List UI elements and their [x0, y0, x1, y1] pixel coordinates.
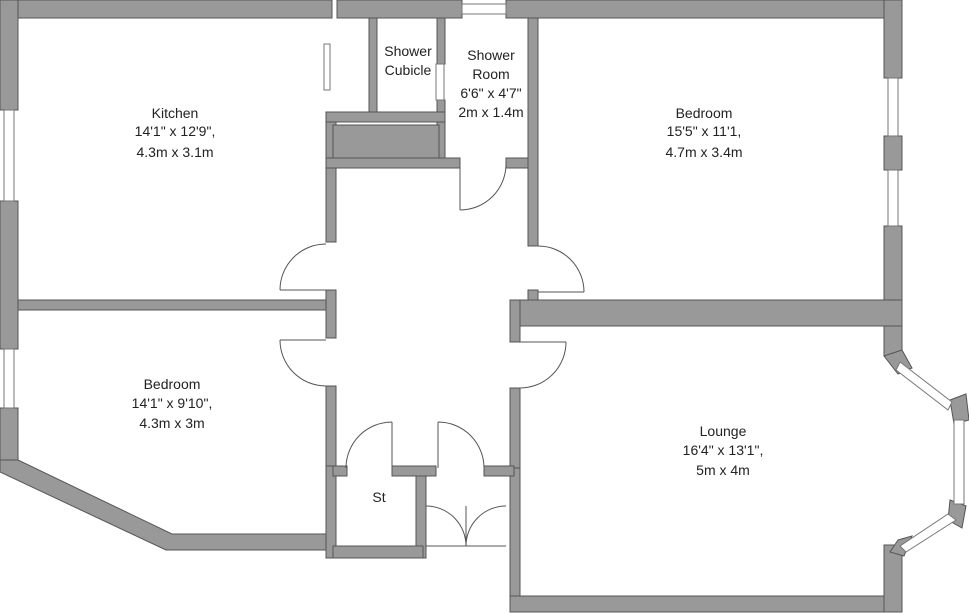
- wall-bay-bottom: [883, 544, 903, 613]
- door-lounge-swing: [519, 341, 567, 389]
- wall-lounge-left-upper: [509, 299, 521, 343]
- bedroom1-name: Bedroom: [676, 105, 733, 121]
- door-kitchen-swing: [279, 243, 327, 291]
- windows: [3, 3, 965, 553]
- door-cupboard-swing: [437, 421, 485, 469]
- window-bedroom1-lower: [887, 169, 899, 227]
- bay-corner-upper-right: [949, 393, 969, 425]
- window-bedroom2: [3, 348, 15, 409]
- wall-corridor-top: [325, 157, 461, 169]
- room-labels: Kitchen 14'1" x 12'9", 4.3m x 3.1m Showe…: [132, 43, 764, 505]
- wall-lounge-left-lower: [509, 467, 521, 613]
- wall-right-mullion: [883, 135, 903, 171]
- window-bay-top: [895, 361, 953, 411]
- shower-cubicle-line1: Shower: [384, 43, 432, 59]
- wall-top-left: [0, 0, 333, 19]
- window-kitchen-inner: [323, 43, 331, 91]
- window-bay-right: [953, 419, 965, 505]
- door-double-left-swing: [425, 505, 467, 547]
- wall-store-left: [325, 465, 337, 559]
- lounge-metric: 5m x 4m: [696, 462, 750, 478]
- kitchen-name: Kitchen: [152, 105, 199, 121]
- bedroom1-metric: 4.7m x 3.4m: [665, 144, 742, 160]
- bedroom2-name: Bedroom: [144, 376, 201, 392]
- wall-cubicle-left: [368, 17, 378, 119]
- wall-lounge-bottom: [509, 595, 903, 613]
- window-cubicle-inner: [435, 63, 445, 101]
- wall-lounge-left-mid: [509, 387, 521, 469]
- wall-right-upper: [883, 0, 903, 79]
- bedroom1-imperial: 15'5" x 11'1,: [667, 123, 742, 139]
- kitchen-imperial: 14'1" x 12'9",: [135, 123, 216, 139]
- wall-bedroom-lounge: [509, 299, 903, 327]
- shower-cubicle-line2: Cubicle: [385, 62, 432, 78]
- wall-top-middle: [336, 0, 463, 19]
- wall-left-middle: [0, 200, 19, 350]
- doors: [279, 163, 585, 547]
- kitchen-metric: 4.3m x 3.1m: [136, 144, 213, 160]
- wall-cubicle-bottom: [325, 111, 446, 123]
- wall-slanted: [0, 459, 334, 551]
- door-store-swing: [345, 421, 393, 469]
- door-double-right-swing: [465, 505, 507, 547]
- door-shower-swing: [459, 163, 507, 211]
- wall-store-bottom: [332, 545, 424, 559]
- shower-room-metric: 2m x 1.4m: [458, 104, 523, 120]
- window-kitchen: [3, 109, 15, 202]
- store-name: St: [372, 489, 385, 505]
- wall-store-top-left: [332, 465, 348, 477]
- bedroom2-imperial: 14'1" x 9'10",: [132, 395, 213, 411]
- door-bedroom1-swing: [537, 245, 585, 293]
- wall-left-lower: [0, 407, 19, 467]
- wall-corridor-left-3: [325, 385, 337, 467]
- wall-store-top-mid: [391, 465, 437, 477]
- lounge-name: Lounge: [700, 423, 747, 439]
- wall-left-upper: [0, 0, 19, 111]
- cupboard-block: [332, 124, 440, 162]
- bedroom2-metric: 4.3m x 3m: [139, 415, 204, 431]
- wall-corridor-left-2: [325, 289, 337, 339]
- wall-shower-right: [527, 17, 539, 247]
- wall-cubicle-right-upper: [436, 17, 446, 65]
- wall-top-right: [505, 0, 903, 19]
- shower-room-line2: Room: [472, 66, 509, 82]
- door-bedroom2-swing: [279, 339, 327, 387]
- wall-store-top-right: [483, 465, 515, 477]
- window-shower-room: [461, 3, 507, 15]
- window-bay-bottom: [899, 513, 957, 553]
- wall-kitchen-bedroom: [17, 299, 334, 311]
- shower-room-imperial: 6'6" x 4'7": [460, 85, 521, 101]
- lounge-imperial: 16'4" x 13'1",: [683, 442, 764, 458]
- shower-room-line1: Shower: [467, 47, 515, 63]
- window-bedroom1-upper: [887, 77, 899, 137]
